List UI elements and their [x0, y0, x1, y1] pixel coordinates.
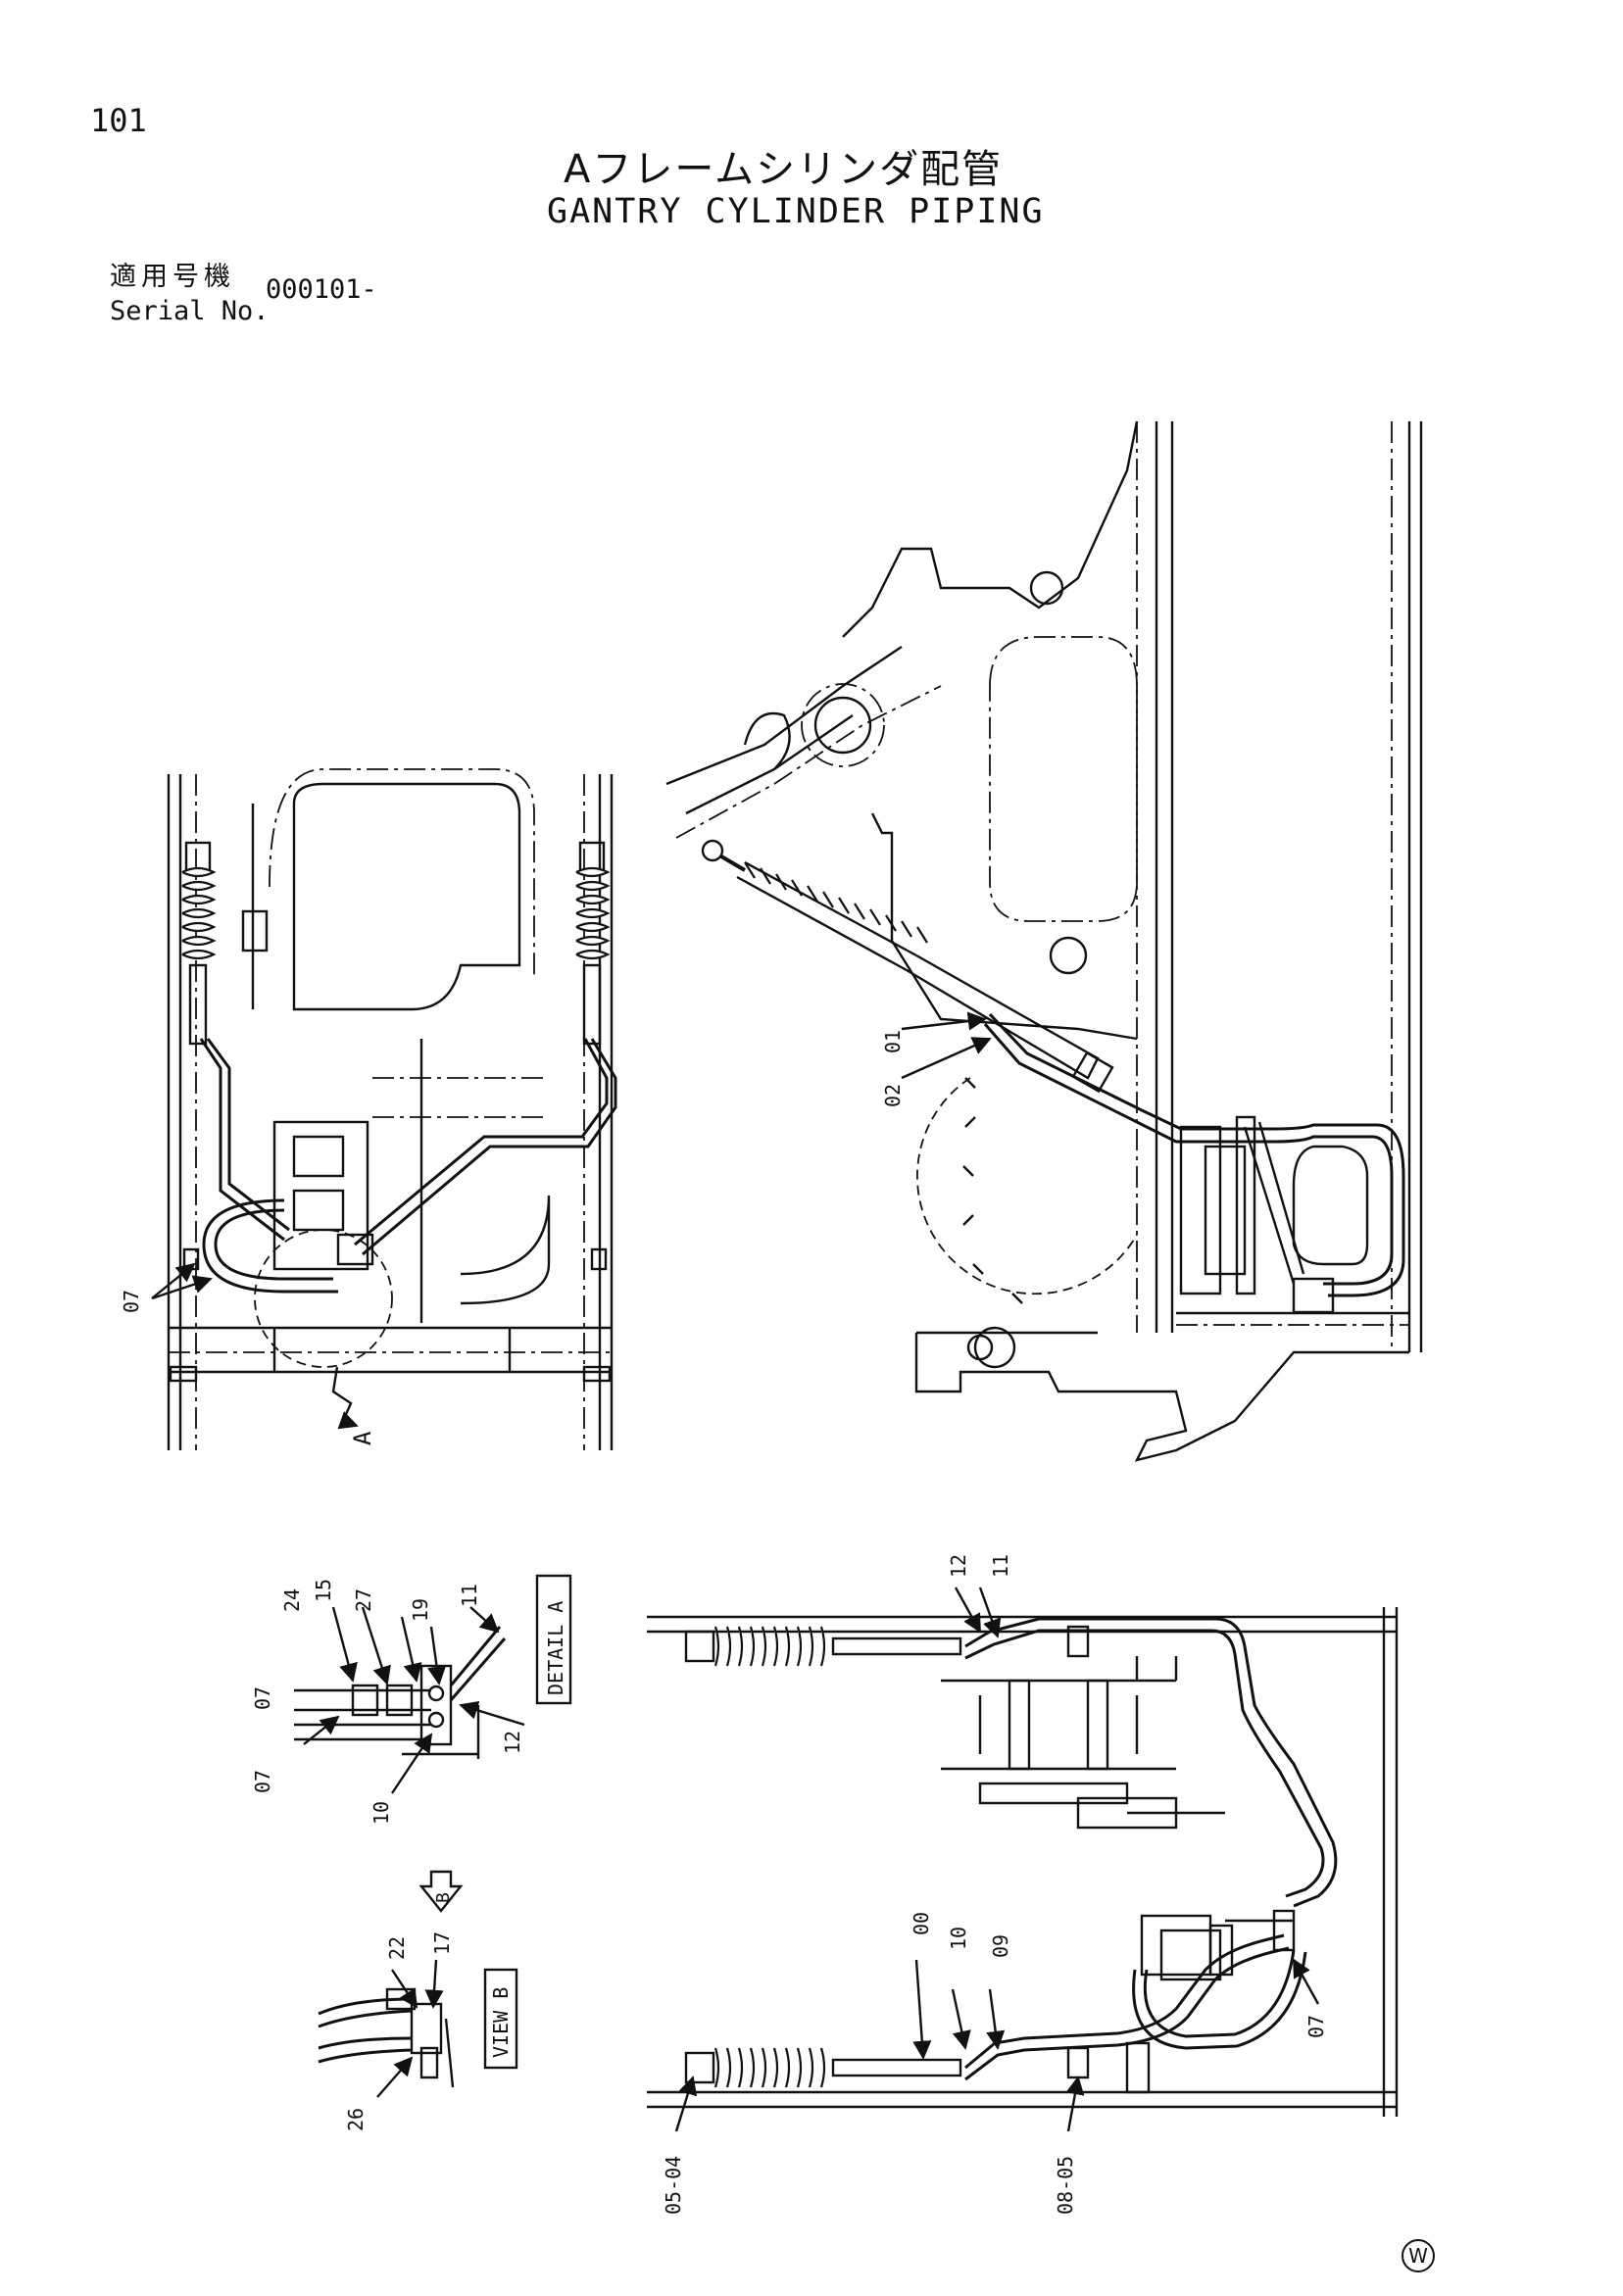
top-left-view: 07 A [120, 768, 617, 1450]
callout-09: 09 [989, 1934, 1012, 1958]
callout-10: 10 [947, 1927, 970, 1950]
callout-22: 22 [385, 1936, 409, 1960]
bottom-right-view: 12 11 00 10 09 07 05-04 08-05 [647, 1554, 1399, 2215]
callout-11: 11 [989, 1554, 1012, 1578]
serial-label-japanese: 適用号機 [110, 262, 235, 292]
callout-26: 26 [344, 2108, 368, 2131]
callout-27: 27 [352, 1588, 375, 1612]
detail-a-label: DETAIL A [544, 1601, 567, 1695]
callout-24: 24 [280, 1588, 304, 1612]
top-right-view: 01 02 [665, 420, 1423, 1462]
callout-01: 01 [881, 1030, 905, 1053]
lower-cylinder [684, 2041, 1151, 2094]
serial-label: Serial No. [110, 296, 270, 326]
callout-15: 15 [312, 1579, 335, 1602]
page-title-japanese: Aフレームシリンダ配管 [564, 147, 1004, 192]
callout-08-05: 08-05 [1054, 2156, 1077, 2215]
callout-00: 00 [910, 1912, 933, 1935]
page-title: GANTRY CYLINDER PIPING [547, 192, 1045, 231]
callout-07: 07 [1304, 2015, 1328, 2038]
callout-12: 12 [501, 1731, 524, 1754]
callout-05-04: 05-04 [662, 2156, 685, 2215]
view-b-view: 22 17 26 VIEW B [318, 1931, 518, 2131]
serial-number-value: 000101- [266, 274, 377, 305]
callout-11: 11 [458, 1584, 481, 1607]
callout-07: 07 [251, 1686, 274, 1710]
callout-19: 19 [409, 1598, 432, 1622]
arrow-b-label: B [433, 1892, 454, 1903]
view-a-label: A [349, 1431, 376, 1445]
page-number: 101 [90, 102, 147, 139]
right-cylinder-bellows [575, 841, 611, 1046]
callout-07: 07 [251, 1770, 274, 1793]
detail-a-view: 07 07 24 15 27 19 11 12 10 DETAIL A B [251, 1574, 572, 1913]
left-cylinder-bellows [181, 841, 217, 1046]
callout-02: 02 [881, 1084, 905, 1107]
watermark-logo: W [1402, 2239, 1435, 2272]
callout-17: 17 [430, 1931, 454, 1955]
winch-drum [941, 1656, 1225, 1830]
gantry-cylinder [701, 839, 1114, 1094]
callout-10: 10 [369, 1801, 393, 1825]
view-b-label: VIEW B [489, 1987, 513, 2058]
callout-07: 07 [120, 1290, 143, 1313]
upper-cylinder [684, 1625, 1090, 1667]
callout-12: 12 [947, 1554, 970, 1578]
